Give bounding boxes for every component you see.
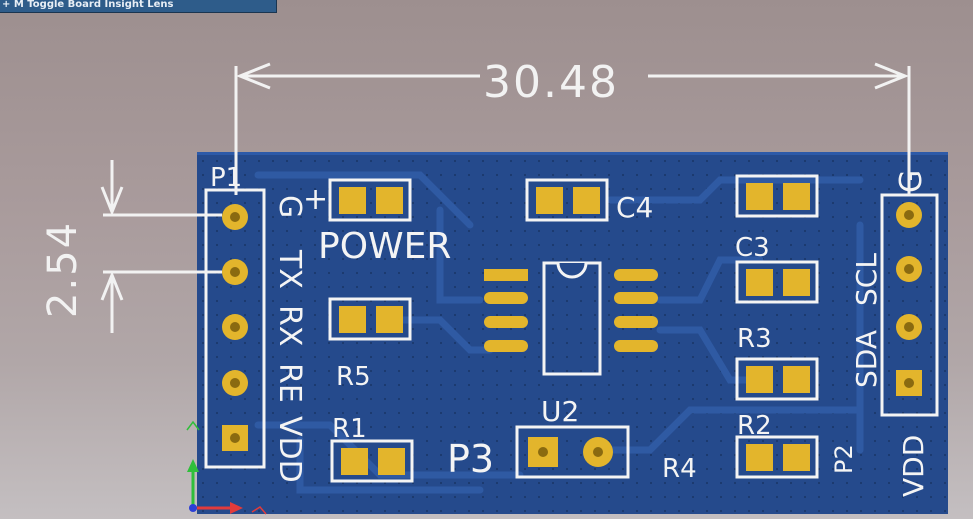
dimension-pitch[interactable] (100, 160, 222, 333)
footprint-power[interactable] (328, 178, 412, 222)
p1-pin-4 (222, 370, 248, 396)
footprint-c4[interactable] (525, 178, 609, 222)
footprint-r3[interactable] (735, 357, 819, 401)
xyz-axis-triad-icon[interactable] (186, 420, 267, 515)
footprint-r5[interactable] (328, 297, 412, 341)
label-right-pin-g: G (894, 170, 929, 193)
label-p1-pin-g: G (272, 195, 307, 218)
pcb-board (197, 152, 948, 514)
footprint-c3[interactable] (735, 260, 819, 304)
p1-pin-1 (222, 204, 248, 230)
dimension-width-label: 30.48 (483, 57, 619, 108)
p1-pin-5 (222, 425, 248, 451)
right-pin-3 (896, 314, 922, 340)
label-u2: U2 (541, 395, 579, 428)
label-c4: C4 (616, 191, 653, 224)
insight-lens-tab[interactable]: + M Toggle Board Insight Lens (0, 0, 277, 13)
dimension-width[interactable] (234, 62, 911, 195)
label-p1-pin-tx: TX (272, 249, 307, 289)
right-pin-1 (896, 202, 922, 228)
label-r2: R2 (737, 411, 772, 441)
label-r1: R1 (332, 414, 367, 444)
right-pin-4 (896, 370, 922, 396)
label-right-pin-vdd: VDD (897, 435, 930, 497)
label-p1-pin-re: RE (272, 363, 307, 403)
label-power: POWER (318, 226, 451, 267)
label-right-pin-scl: SCL (850, 253, 883, 306)
u2-ic-footprint[interactable] (484, 261, 658, 376)
insight-lens-title: + M Toggle Board Insight Lens (2, 0, 174, 10)
label-r5: R5 (336, 362, 371, 392)
footprint-r2[interactable] (735, 435, 819, 479)
p1-header[interactable] (204, 188, 266, 469)
p3-header[interactable] (515, 425, 630, 479)
label-c3: C3 (735, 233, 770, 263)
p1-pin-2 (222, 259, 248, 285)
footprint-top-right[interactable] (735, 174, 819, 218)
label-right-pin-sda: SDA (850, 330, 883, 388)
dimension-pitch-label: 2.54 (40, 221, 86, 318)
label-p3: P3 (447, 437, 494, 481)
label-p1-pin-rx: RX (272, 305, 307, 346)
label-r4: R4 (662, 454, 697, 484)
right-pin-2 (896, 256, 922, 282)
label-p2: P2 (830, 444, 858, 474)
label-p1-pin-vdd: VDD (272, 416, 307, 483)
label-r3: R3 (737, 324, 772, 354)
footprint-r1[interactable] (330, 439, 414, 483)
label-plus: + (303, 182, 328, 217)
copper-traces (254, 171, 864, 494)
p1-pin-3 (222, 314, 248, 340)
